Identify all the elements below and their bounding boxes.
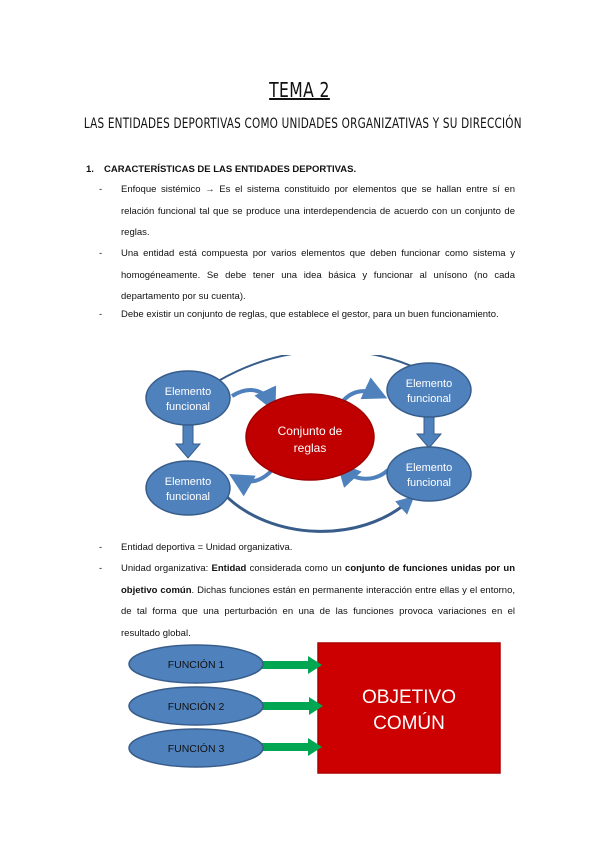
bullet-dash: - [99, 248, 103, 259]
function-2 [128, 686, 264, 726]
section-heading: 1. CARACTERÍSTICAS DE LAS ENTIDADES DEPOR… [86, 164, 356, 175]
element-bottom-left [145, 460, 231, 516]
list-item: - Unidad organizativa: Entidad considera… [99, 558, 515, 644]
bullet-text: Entidad deportiva = Unidad organizativa. [121, 542, 293, 553]
element-label: Elemento [165, 386, 211, 398]
list-item: - Debe existir un conjunto de reglas, qu… [99, 304, 515, 326]
connector-top [219, 355, 421, 381]
bullet-text: Unidad organizativa: Entidad considerada… [121, 558, 515, 644]
section-title: CARACTERÍSTICAS DE LAS ENTIDADES DEPORTI… [104, 164, 357, 175]
rules-label: reglas [294, 441, 327, 455]
text-run: Unidad organizativa: [121, 563, 212, 574]
objective-label: OBJETIVO [362, 687, 456, 708]
arrow-f2 [255, 697, 323, 715]
element-label: Elemento [406, 378, 452, 390]
objective-label: COMÚN [373, 712, 445, 734]
text-run: . Dichas funciones están en permanente i… [121, 584, 515, 639]
function-label: FUNCIÓN 2 [168, 700, 225, 713]
list-item: - Una entidad está compuesta por varios … [99, 243, 515, 308]
page-subtitle: LAS ENTIDADES DEPORTIVAS COMO UNIDADES O… [83, 116, 522, 132]
function-label: FUNCIÓN 3 [168, 742, 225, 755]
element-label: funcional [166, 401, 210, 413]
element-top-left [145, 370, 231, 426]
bullet-dash: - [99, 309, 103, 320]
bullet-text: Debe existir un conjunto de reglas, que … [121, 309, 499, 320]
bullet-dash: - [99, 184, 103, 195]
rules-label: Conjunto de [278, 424, 343, 438]
bullet-text: Enfoque sistémico → Es el sistema consti… [121, 184, 515, 238]
element-label: Elemento [165, 476, 211, 488]
element-bottom-right [386, 446, 472, 502]
arrow-f1 [258, 656, 322, 674]
text-run: considerada como un [246, 563, 346, 574]
element-label: funcional [407, 393, 451, 405]
element-label: funcional [407, 477, 451, 489]
element-top-right [386, 362, 472, 418]
element-label: Elemento [406, 462, 452, 474]
arrow-down-right [415, 413, 443, 449]
text-bold: Entidad [211, 563, 247, 574]
list-item: - Entidad deportiva = Unidad organizativ… [99, 537, 515, 559]
objective-box [317, 642, 501, 774]
element-label: funcional [166, 491, 210, 503]
rules-center [245, 393, 375, 481]
connector-bottom [223, 493, 415, 533]
functions-diagram: FUNCIÓN 1 FUNCIÓN 2 FUNCIÓN 3 OBJETIVO C… [128, 642, 501, 774]
page-title: TEMA 2 [269, 78, 330, 102]
list-item: - Enfoque sistémico → Es el sistema cons… [99, 179, 515, 244]
bullet-dash: - [99, 563, 103, 574]
function-1 [128, 644, 264, 684]
function-label: FUNCIÓN 1 [168, 658, 225, 671]
arrow-left-top [230, 385, 277, 413]
bullet-dash: - [99, 542, 103, 553]
system-diagram: Elemento funcional Elemento funcional El… [145, 355, 472, 533]
bullet-text: Una entidad está compuesta por varios el… [121, 248, 515, 302]
arrow-f3 [258, 738, 322, 756]
function-3 [128, 728, 264, 768]
section-number: 1. [86, 164, 94, 175]
text-bold: conjunto de funciones unidas por un obje… [121, 563, 516, 596]
